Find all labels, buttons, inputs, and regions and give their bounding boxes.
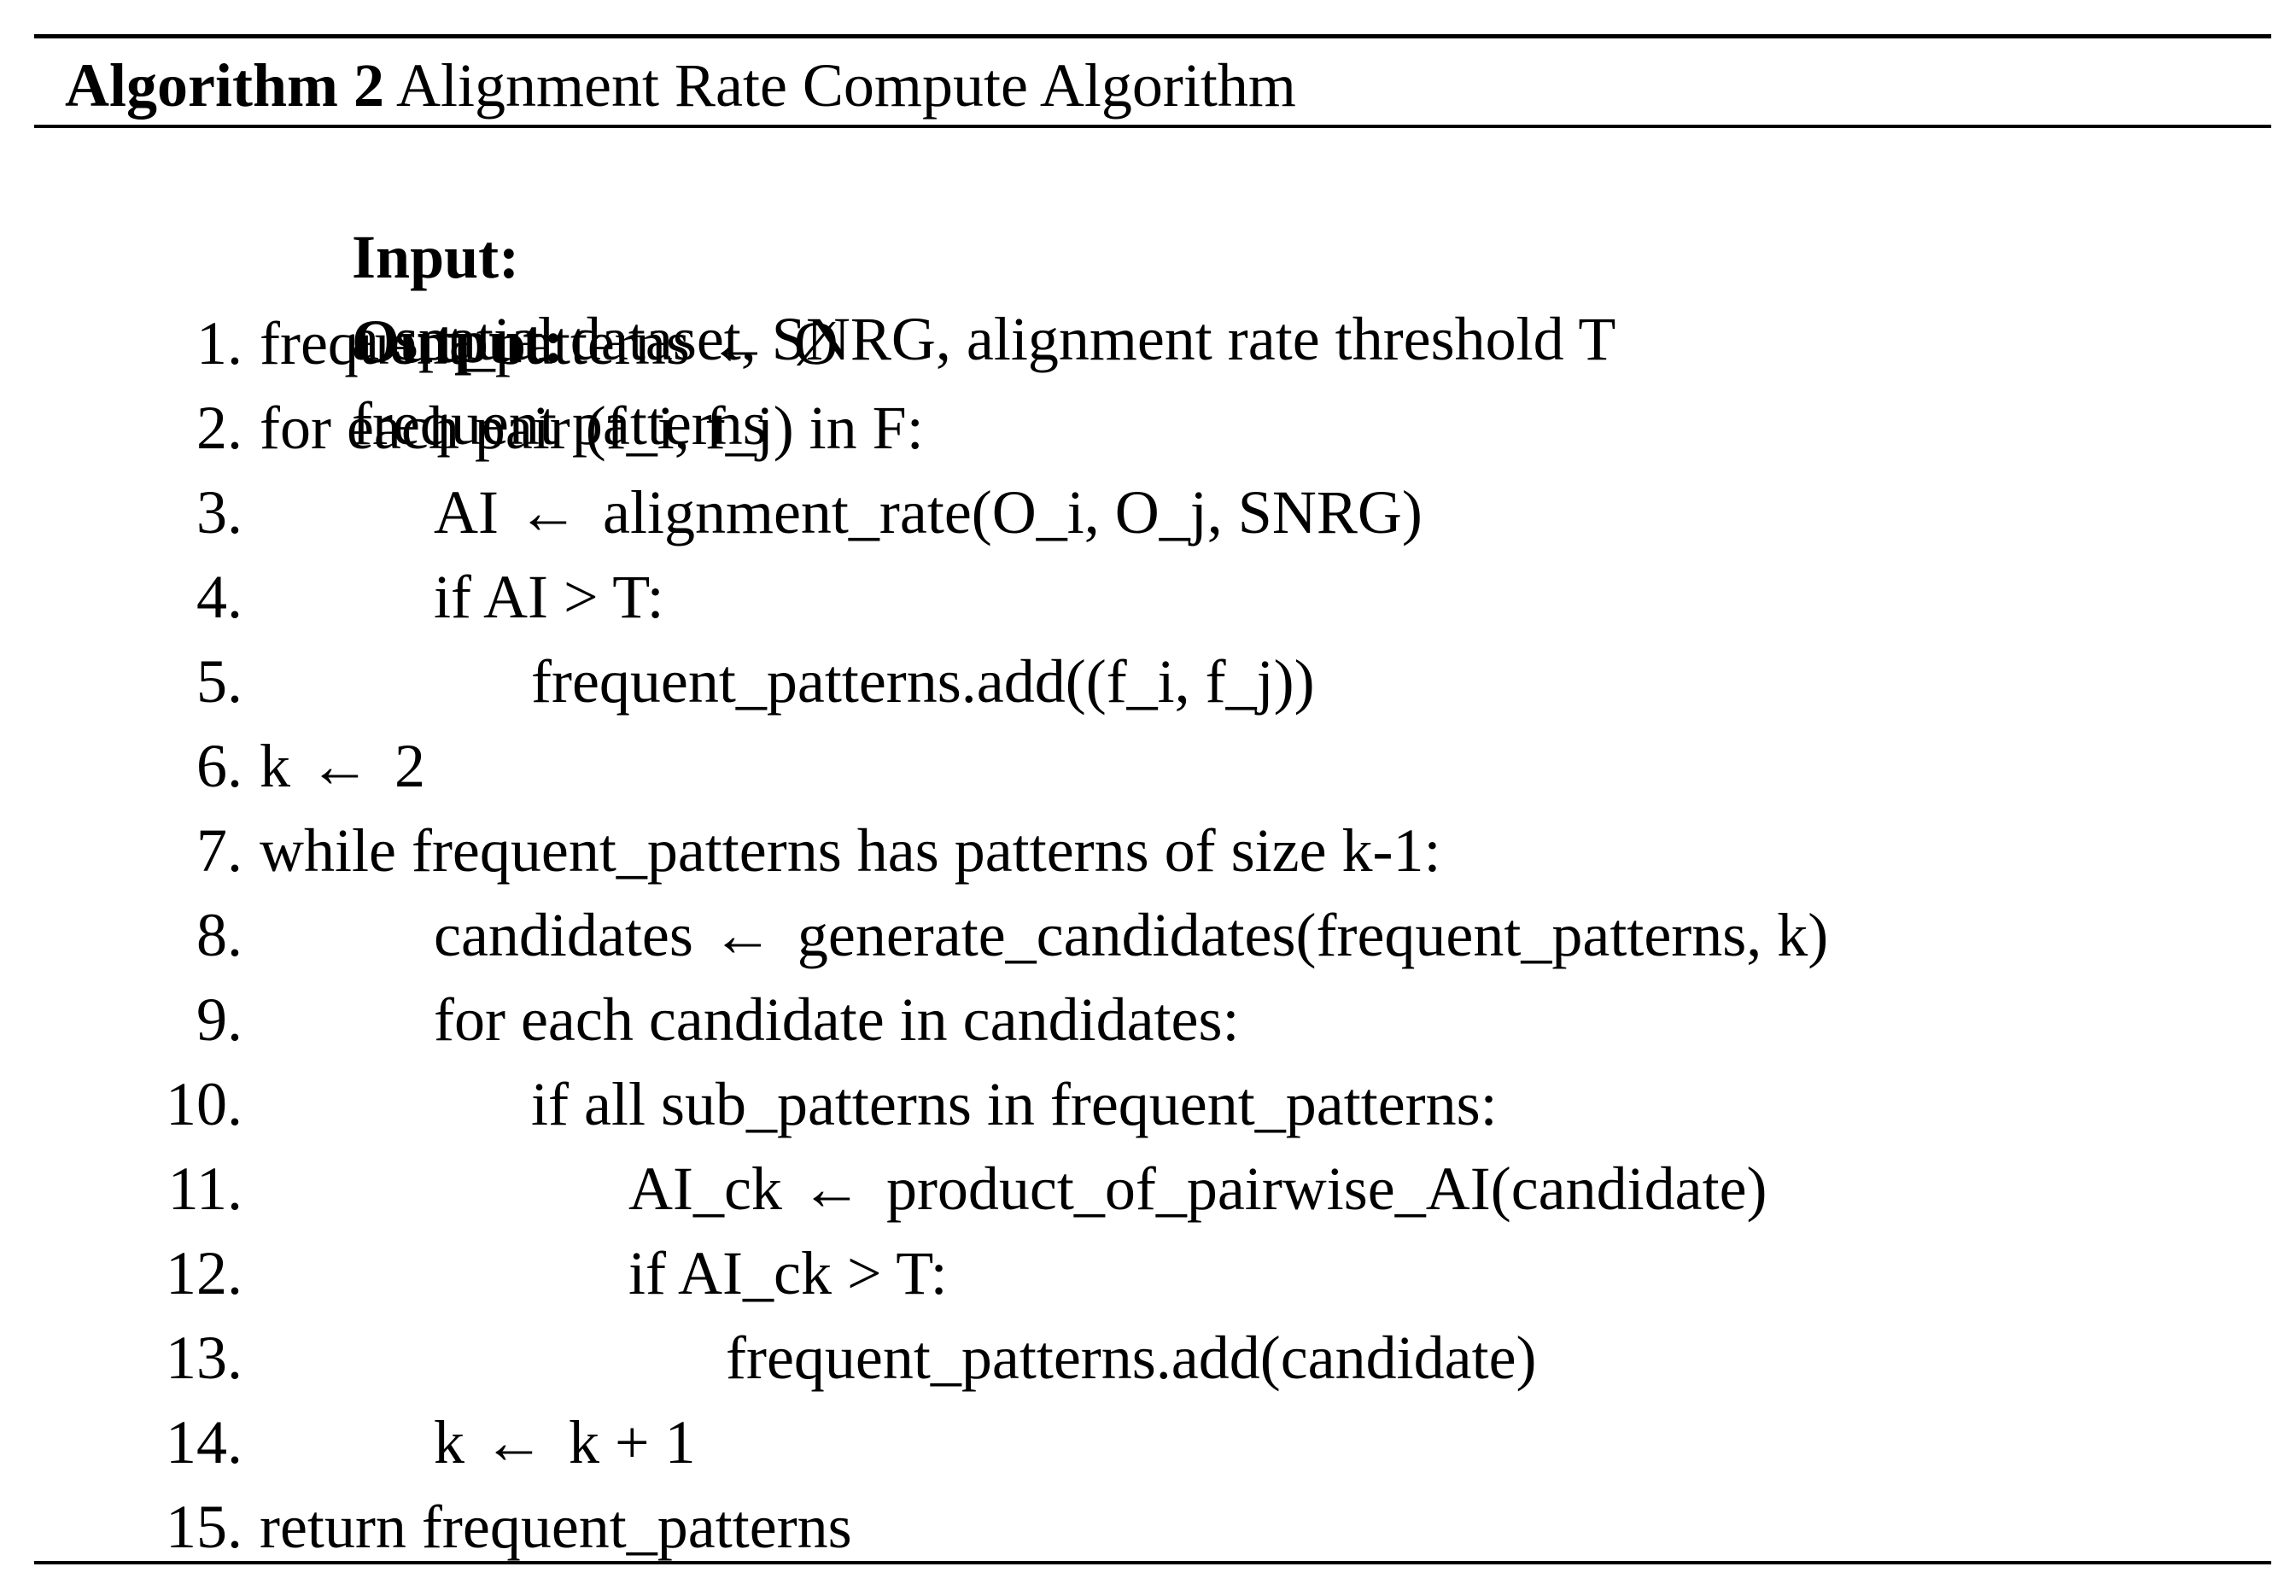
algorithm-label: Algorithm 2: [65, 51, 384, 120]
line-code: for each candidate in candidates:: [434, 985, 1240, 1054]
line-code: return frequent_patterns: [260, 1493, 852, 1561]
assign-value: generate_candidates(frequent_patterns, k…: [797, 901, 1829, 969]
line-code: frequent_patterns ← Ø: [260, 302, 838, 384]
assign-value: k + 1: [569, 1408, 696, 1476]
assign-value: 2: [394, 732, 425, 800]
assign-value: product_of_pairwise_AI(candidate): [885, 1155, 1767, 1223]
line-number: 5.: [196, 647, 242, 716]
line-code: candidates ← generate_candidates(frequent_…: [434, 894, 1828, 976]
line-number: 15.: [166, 1493, 242, 1561]
output-label: Output:: [352, 307, 564, 376]
output-text: frequent patterns: [352, 389, 767, 458]
line-number: 14.: [166, 1408, 242, 1476]
left-arrow-icon: ←: [711, 901, 774, 969]
line-code: for each pair (f_i, f_j) in F:: [260, 394, 924, 462]
line-code: while frequent_patterns has patterns of …: [260, 816, 1441, 885]
assign-value: alignment_rate(O_i, O_j, SNRG): [602, 478, 1423, 547]
line-number: 8.: [196, 901, 242, 969]
caption-rule: [34, 125, 2271, 128]
algorithm-title: Alignment Rate Compute Algorithm: [396, 51, 1296, 120]
assign-target: frequent_patterns: [260, 309, 690, 377]
line-number: 6.: [196, 732, 242, 800]
algorithm-caption: Algorithm 2 Alignment Rate Compute Algor…: [65, 44, 1296, 126]
left-arrow-icon: ←: [708, 309, 770, 377]
line-number: 9.: [196, 985, 242, 1054]
assign-target: AI: [434, 478, 499, 547]
bottom-rule: [34, 1561, 2271, 1564]
line-code: AI ← alignment_rate(O_i, O_j, SNRG): [434, 471, 1423, 553]
line-code: k ← 2: [260, 725, 425, 807]
line-code: AI_ck ← product_of_pairwise_AI(candidate): [628, 1148, 1767, 1230]
line-code: if AI_ck > T:: [628, 1239, 948, 1307]
left-arrow-icon: ←: [800, 1155, 862, 1223]
assign-target: candidates: [434, 901, 693, 969]
line-number: 7.: [196, 816, 242, 885]
line-number: 11.: [167, 1155, 242, 1223]
assign-target: k: [260, 732, 290, 800]
line-number: 10.: [166, 1070, 242, 1138]
line-code: if all sub_patterns in frequent_patterns…: [531, 1070, 1498, 1138]
line-number: 1.: [196, 309, 242, 377]
line-code: frequent_patterns.add(candidate): [726, 1324, 1537, 1392]
top-rule: [34, 34, 2271, 38]
left-arrow-icon: ←: [309, 732, 371, 800]
line-code: if AI > T:: [434, 563, 664, 631]
line-number: 2.: [196, 394, 242, 462]
left-arrow-icon: ←: [483, 1408, 545, 1476]
input-label: Input:: [352, 223, 520, 291]
line-number: 3.: [196, 478, 242, 547]
line-number: 12.: [166, 1239, 242, 1307]
line-code: k ← k + 1: [434, 1401, 696, 1483]
left-arrow-icon: ←: [517, 478, 579, 547]
assign-target: AI_ck: [628, 1155, 782, 1223]
line-number: 4.: [196, 563, 242, 631]
input-text: a spatial dataset, SNRG, alignment rate …: [352, 305, 1616, 373]
assign-target: k: [434, 1408, 464, 1476]
line-number: 13.: [166, 1324, 242, 1392]
algorithm-block: Algorithm 2 Alignment Rate Compute Algor…: [34, 0, 2271, 1596]
line-code: frequent_patterns.add((f_i, f_j)): [531, 647, 1315, 716]
assign-value: Ø: [793, 309, 838, 377]
